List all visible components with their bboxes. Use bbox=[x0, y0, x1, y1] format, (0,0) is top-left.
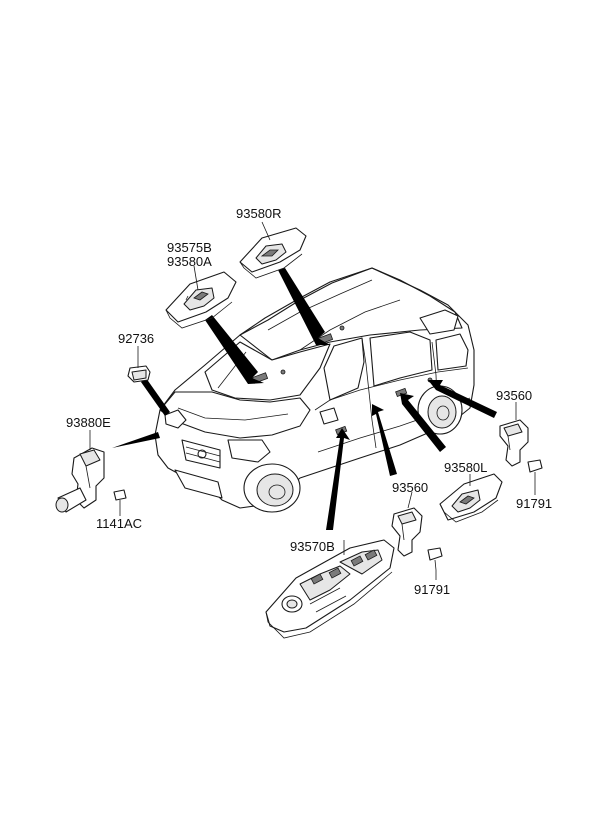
arrow-93580L bbox=[400, 393, 446, 452]
label-91791-right: 91791 bbox=[516, 496, 552, 511]
part-93580R-switch bbox=[239, 227, 307, 279]
part-93560-right-switch bbox=[499, 419, 543, 482]
part-92736-sensor bbox=[127, 365, 151, 383]
part-93880E-switch bbox=[55, 447, 127, 513]
arrow-92736 bbox=[141, 378, 170, 416]
label-93580R: 93580R bbox=[236, 206, 282, 221]
pointer-arrows bbox=[112, 268, 497, 530]
label-1141AC: 1141AC bbox=[96, 516, 142, 531]
label-91791-center: 91791 bbox=[414, 582, 450, 597]
label-93560-center: 93560 bbox=[392, 480, 428, 495]
part-labels: 93580R 93575B 93580A 92736 93880E 1141AC… bbox=[66, 206, 552, 597]
label-93880E: 93880E bbox=[66, 415, 111, 430]
label-93580A: 93580A bbox=[167, 254, 212, 269]
arrow-93560-center bbox=[372, 404, 397, 476]
label-93575B: 93575B bbox=[167, 240, 212, 255]
screw-1141AC bbox=[113, 489, 127, 501]
screw-91791-center bbox=[427, 547, 443, 561]
arrow-93570B bbox=[326, 428, 350, 530]
arrow-93580R bbox=[278, 268, 330, 345]
arrow-93560-right bbox=[428, 380, 497, 418]
leader-lines bbox=[89, 221, 536, 580]
label-92736: 92736 bbox=[118, 331, 154, 346]
arrow-93880E bbox=[112, 432, 160, 448]
part-93580L-switch bbox=[439, 473, 503, 523]
part-93560-center-switch bbox=[391, 507, 443, 571]
arrow-93575B bbox=[205, 315, 264, 384]
part-93575B-switch bbox=[165, 271, 237, 329]
label-93560-right: 93560 bbox=[496, 388, 532, 403]
screw-91791-right bbox=[527, 459, 543, 473]
label-93580L: 93580L bbox=[444, 460, 487, 475]
label-93570B: 93570B bbox=[290, 539, 335, 554]
part-93570B-master-switch bbox=[265, 539, 395, 639]
